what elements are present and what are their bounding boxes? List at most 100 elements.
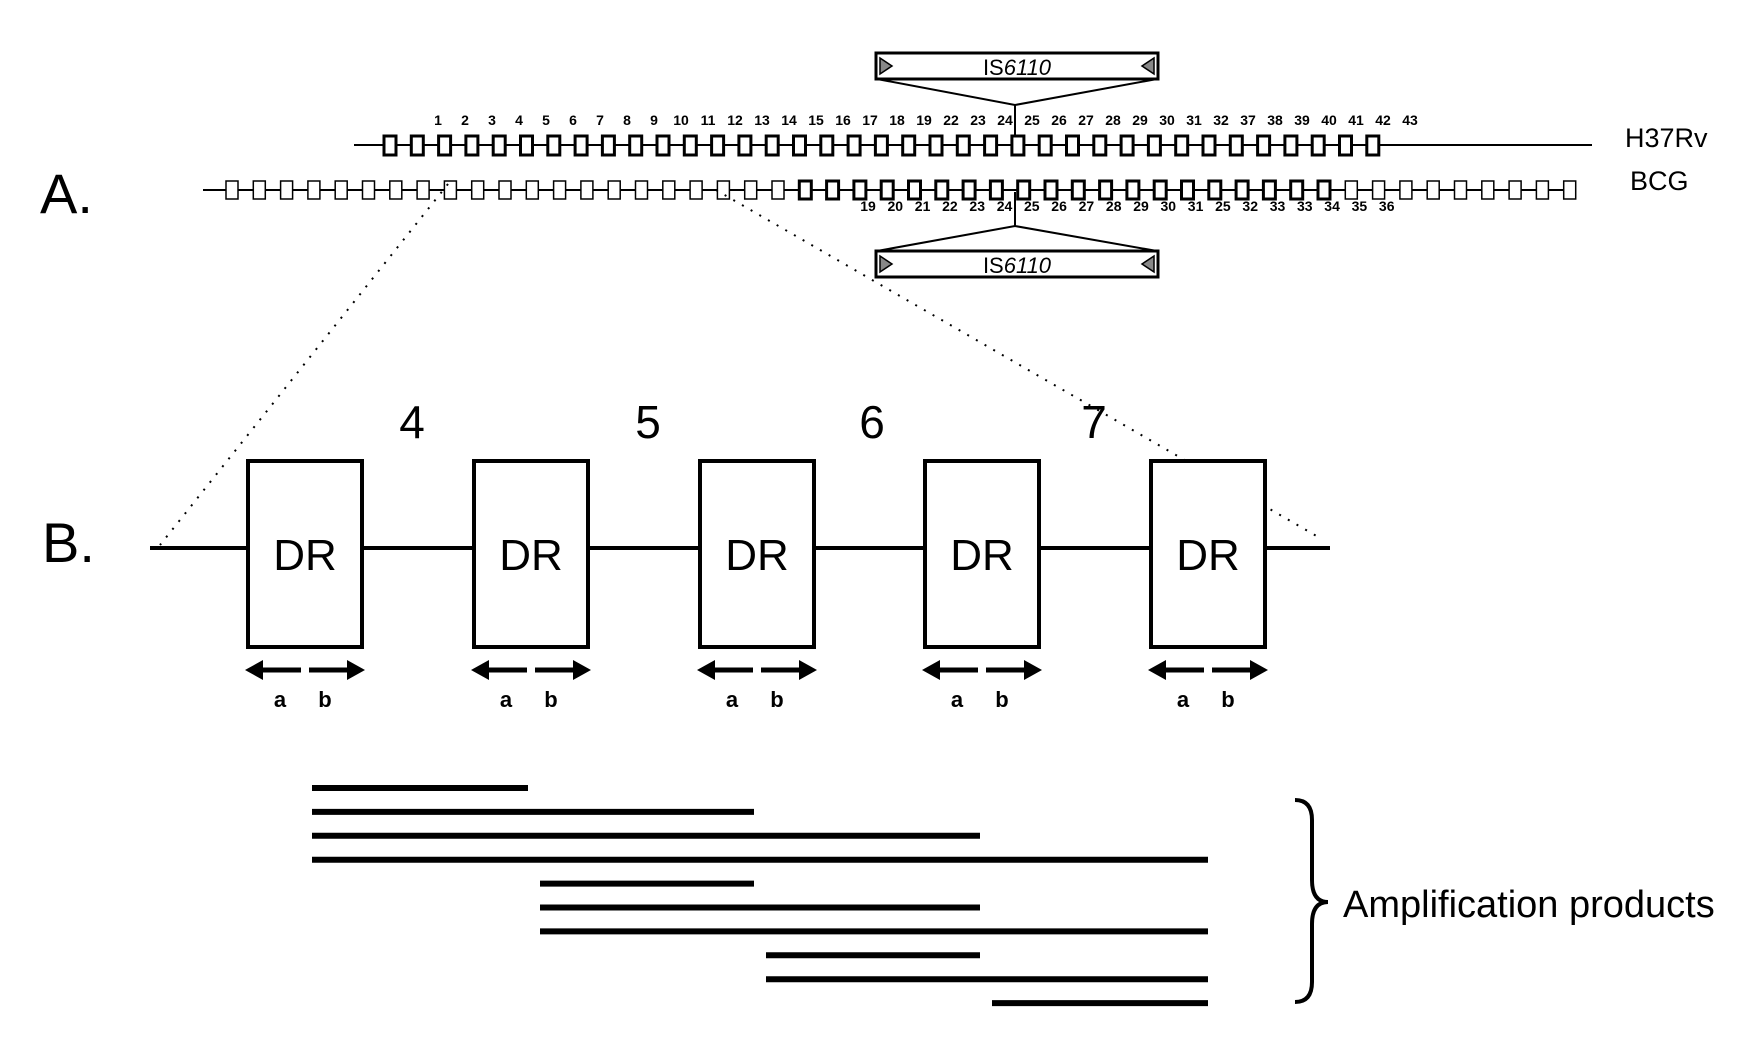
- h37rv-repeat-box: [792, 134, 807, 157]
- bcg-repeat-box: [498, 180, 512, 200]
- is6110-bottom: IS6110: [874, 192, 1160, 279]
- bcg-repeat-box: [470, 180, 485, 200]
- bcg-repeat-box: [1180, 179, 1195, 201]
- bcg-repeat-box: [443, 180, 458, 200]
- h37rv-repeat-box: [1146, 134, 1162, 157]
- h37rv-label: H37Rv: [1625, 123, 1708, 153]
- bcg-repeat-box: [334, 180, 348, 200]
- bcg-repeat-box: [1125, 179, 1141, 201]
- h37rv-repeat-box: [437, 134, 453, 157]
- dr-label: DR: [1176, 531, 1240, 580]
- panel-b-label: B.: [42, 511, 95, 574]
- primer-a-label: a: [951, 687, 964, 712]
- bcg-spacer-number: 30: [1161, 198, 1177, 214]
- bcg-spacer-number: 21: [915, 198, 931, 214]
- h37rv-spacer-number: 37: [1240, 112, 1256, 128]
- h37rv-spacer-number: 14: [781, 112, 797, 128]
- h37rv-spacer-number: 19: [916, 112, 932, 128]
- bcg-repeat-box: [988, 179, 1004, 201]
- h37rv-repeat-box: [573, 134, 589, 157]
- bcg-spacer-number: 29: [1133, 198, 1149, 214]
- h37rv-repeat-box: [600, 134, 616, 157]
- h37rv-spacer-number: 5: [542, 112, 550, 128]
- bcg-repeat-box: [225, 180, 239, 200]
- dr-label: DR: [499, 531, 563, 580]
- bcg-label: BCG: [1630, 166, 1689, 196]
- bcg-repeat-box: [771, 180, 785, 200]
- bcg-repeat-box: [525, 180, 540, 200]
- h37rv-repeat-box: [519, 134, 534, 157]
- primer-b-label: b: [770, 687, 783, 712]
- h37rv-repeat-box: [382, 134, 398, 157]
- bcg-repeat-box: [1098, 179, 1114, 201]
- h37rv-repeat-box: [1365, 134, 1381, 157]
- spacer-number-label: 6: [859, 396, 885, 448]
- is6110-top: IS6110: [874, 51, 1160, 138]
- primer-b-label: b: [1221, 687, 1234, 712]
- h37rv-spacer-number: 32: [1213, 112, 1229, 128]
- bcg-repeat-box: [580, 180, 594, 200]
- bcg-repeat-box: [743, 180, 758, 200]
- primer-a-label: a: [1177, 687, 1190, 712]
- h37rv-spacer-number: 13: [754, 112, 770, 128]
- bcg-spacer-number: 23: [969, 198, 985, 214]
- primer-b-label: b: [995, 687, 1008, 712]
- bcg-repeat-box: [1508, 180, 1522, 200]
- products-brace: [1294, 798, 1329, 1004]
- bcg-repeat-box: [1535, 180, 1550, 200]
- bcg-spacer-number: 24: [997, 198, 1013, 214]
- dr-label: DR: [273, 531, 337, 580]
- primer-a-label: a: [500, 687, 513, 712]
- h37rv-repeat-box: [546, 134, 562, 157]
- panel-a-label: A.: [40, 162, 93, 225]
- bcg-repeat-box: [252, 180, 267, 200]
- h37rv-repeat-box: [1010, 134, 1026, 157]
- h37rv-spacer-number: 25: [1024, 112, 1040, 128]
- bcg-repeat-box: [1234, 179, 1250, 201]
- h37rv-repeat-box: [409, 134, 425, 157]
- bcg-spacer-number: 35: [1352, 198, 1368, 214]
- h37rv-spacer-number: 23: [970, 112, 986, 128]
- direct-repeat: DR a b: [1148, 459, 1268, 712]
- h37rv-spacer-number: 8: [623, 112, 631, 128]
- h37rv-spacer-number: 42: [1375, 112, 1391, 128]
- bcg-spacer-number: 20: [888, 198, 904, 214]
- h37rv-repeat-box: [764, 134, 780, 157]
- spacer-number-label: 4: [399, 396, 425, 448]
- bcg-repeat-box: [1453, 180, 1468, 200]
- h37rv-spacer-number: 17: [862, 112, 878, 128]
- bcg-repeat-box: [797, 179, 813, 201]
- bcg-repeat-box: [1481, 180, 1495, 200]
- bcg-spacer-number: 28: [1106, 198, 1122, 214]
- h37rv-repeat-box: [1310, 134, 1326, 157]
- h37rv-repeat-box: [819, 134, 835, 157]
- bcg-spacer-number: 26: [1051, 198, 1067, 214]
- h37rv-spacer-number: 22: [943, 112, 959, 128]
- h37rv-repeat-box: [1256, 134, 1272, 157]
- bcg-repeat-box: [662, 180, 676, 200]
- bcg-repeat-box: [1426, 180, 1440, 200]
- h37rv-spacer-number: 15: [808, 112, 824, 128]
- h37rv-spacer-number: 16: [835, 112, 851, 128]
- h37rv-repeat-box: [1037, 134, 1053, 157]
- h37rv-dr-locus: [354, 134, 1592, 157]
- h37rv-repeat-box: [983, 134, 999, 157]
- dr-label: DR: [725, 531, 789, 580]
- h37rv-repeat-box: [682, 134, 698, 157]
- h37rv-repeat-box: [737, 134, 753, 157]
- bcg-spacer-number: 25: [1215, 198, 1231, 214]
- bcg-repeat-box: [852, 179, 868, 201]
- bcg-repeat-box: [1070, 179, 1086, 201]
- bcg-repeat-box: [361, 180, 376, 200]
- amplification-products: [312, 785, 1208, 1007]
- h37rv-repeat-box: [655, 134, 671, 157]
- bcg-spacer-number: 33: [1297, 198, 1313, 214]
- h37rv-spacer-number: 27: [1078, 112, 1094, 128]
- bcg-spacer-number: 31: [1188, 198, 1204, 214]
- h37rv-repeat-box: [628, 134, 644, 157]
- bcg-repeat-box: [689, 180, 703, 200]
